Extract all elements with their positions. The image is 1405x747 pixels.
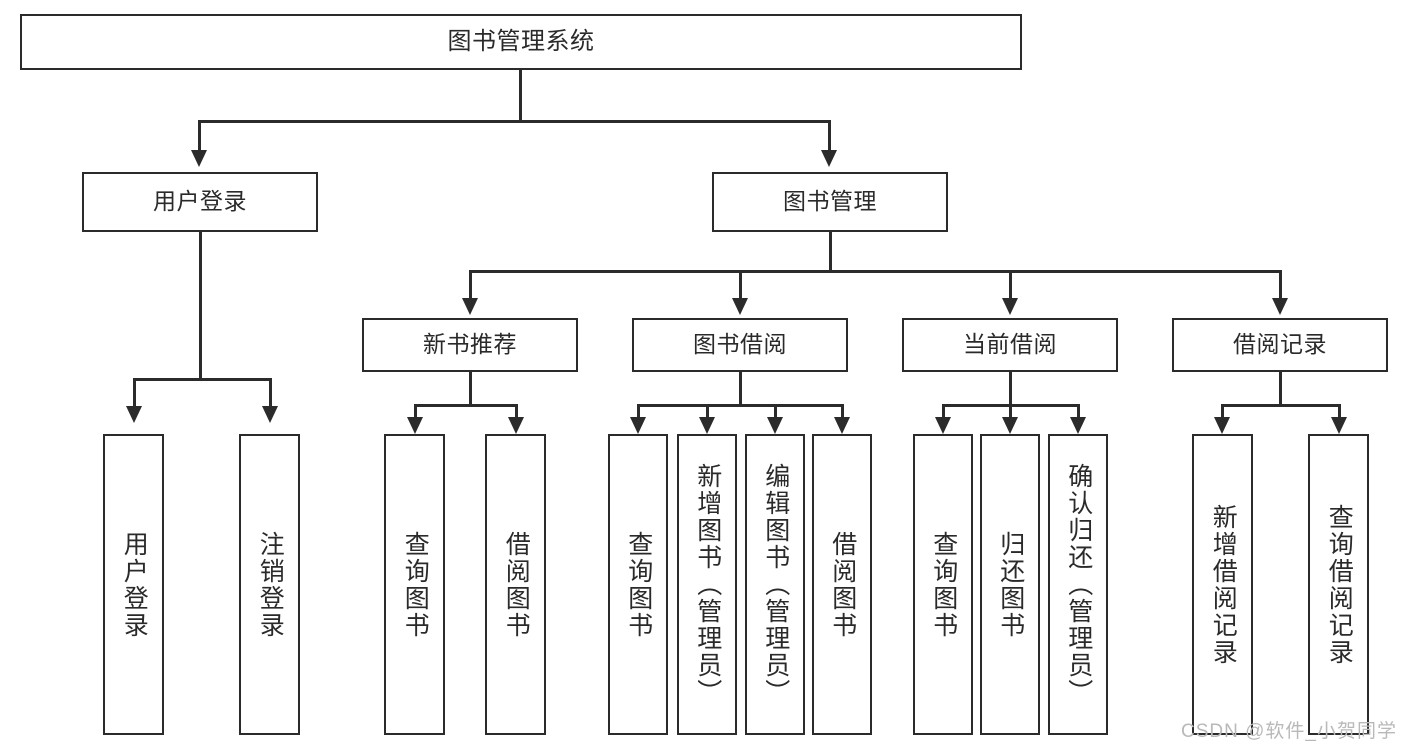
csdn-watermark: CSDN @软件_小贺同学 [1181,721,1397,742]
connector-borrow-record-drop-2 [1338,404,1341,420]
node-book-borrow[interactable]: 图书借阅 [632,318,848,372]
connector-current-borrow-drop-1 [942,404,945,420]
node-leaf-edit-book-admin[interactable]: 编辑图书（管理员） [745,434,805,735]
connector-borrow-record-bus [1221,404,1339,407]
node-leaf-borrow-book-1[interactable]: 借阅图书 [485,434,546,735]
connector-root-bus [198,120,831,123]
connector-root-to-user-login [198,120,201,152]
connector-user-login-drop-2 [269,378,272,408]
arrowhead-to-book-borrow [732,298,748,315]
node-new-book-recommendation[interactable]: 新书推荐 [362,318,578,372]
node-leaf-query-borrow-record[interactable]: 查询借阅记录 [1308,434,1369,735]
connector-user-login-drop-1 [133,378,136,408]
arrowhead-new-book-rec-leaf-2 [508,417,524,434]
connector-root-to-book-manage [828,120,831,152]
connector-borrow-record-stem [1279,372,1282,406]
arrowhead-current-borrow-leaf-2 [1002,417,1018,434]
node-label: 新增图书（管理员） [693,463,722,706]
node-label: 确认归还（管理员） [1064,463,1093,706]
node-label: 图书管理 [783,188,877,215]
connector-book-manage-bus [469,270,1279,273]
arrowhead-book-borrow-leaf-1 [630,417,646,434]
node-label: 查询图书 [401,530,430,639]
arrowhead-book-borrow-leaf-3 [767,417,783,434]
node-leaf-confirm-return-admin[interactable]: 确认归还（管理员） [1048,434,1108,735]
node-leaf-return-book[interactable]: 归还图书 [980,434,1040,735]
connector-book-borrow-drop-3 [774,404,777,420]
connector-book-borrow-drop-2 [706,404,709,420]
node-label: 图书借阅 [693,331,787,358]
node-label: 用户登录 [153,188,247,215]
connector-user-login-stem [199,232,202,380]
arrowhead-to-borrow-record [1272,298,1288,315]
arrowhead-borrow-record-leaf-2 [1331,417,1347,434]
arrowhead-current-borrow-leaf-1 [935,417,951,434]
arrowhead-root-to-book-manage [821,150,837,167]
connector-book-manage-stem [829,232,832,272]
node-label: 归还图书 [996,530,1025,639]
node-label: 新增借阅记录 [1209,503,1238,666]
connector-user-login-bus [133,378,271,381]
node-leaf-borrow-book-2[interactable]: 借阅图书 [812,434,872,735]
node-label: 借阅图书 [828,530,857,639]
node-label: 新书推荐 [423,331,517,358]
node-leaf-add-borrow-record[interactable]: 新增借阅记录 [1192,434,1253,735]
node-label: 用户登录 [120,530,149,639]
arrowhead-user-login-leaf-1 [126,406,142,423]
connector-borrow-record-drop-1 [1221,404,1224,420]
connector-current-borrow-stem [1009,372,1012,406]
node-root-book-management-system[interactable]: 图书管理系统 [20,14,1022,70]
connector-book-manage-drop-3 [1009,270,1012,300]
connector-book-manage-drop-1 [469,270,472,300]
arrowhead-new-book-rec-leaf-1 [407,417,423,434]
connector-book-borrow-stem [739,372,742,406]
node-label: 查询图书 [624,530,653,639]
node-leaf-user-login[interactable]: 用户登录 [103,434,164,735]
connector-book-borrow-bus [637,404,843,407]
arrowhead-to-new-book-rec [462,298,478,315]
arrowhead-borrow-record-leaf-1 [1214,417,1230,434]
node-current-borrow[interactable]: 当前借阅 [902,318,1118,372]
connector-new-book-rec-drop-2 [515,404,518,420]
connector-new-book-rec-drop-1 [414,404,417,420]
node-label: 借阅记录 [1233,331,1327,358]
node-leaf-query-book-1[interactable]: 查询图书 [384,434,445,735]
connector-new-book-rec-bus [414,404,517,407]
arrowhead-user-login-leaf-2 [262,406,278,423]
connector-new-book-rec-stem [469,372,472,406]
arrowhead-book-borrow-leaf-4 [834,417,850,434]
arrowhead-root-to-user-login [191,150,207,167]
node-label: 查询图书 [929,530,958,639]
node-book-management[interactable]: 图书管理 [712,172,948,232]
arrowhead-book-borrow-leaf-2 [699,417,715,434]
connector-book-manage-drop-4 [1279,270,1282,300]
arrowhead-current-borrow-leaf-3 [1070,417,1086,434]
node-borrow-record[interactable]: 借阅记录 [1172,318,1388,372]
connector-root-stem [519,70,522,122]
node-leaf-query-book-2[interactable]: 查询图书 [608,434,668,735]
node-leaf-user-logout[interactable]: 注销登录 [239,434,300,735]
node-leaf-add-book-admin[interactable]: 新增图书（管理员） [677,434,737,735]
node-label: 编辑图书（管理员） [761,463,790,706]
node-label: 借阅图书 [502,530,531,639]
connector-book-manage-drop-2 [739,270,742,300]
node-label: 当前借阅 [963,331,1057,358]
node-label: 图书管理系统 [447,27,595,55]
arrowhead-to-current-borrow [1002,298,1018,315]
connector-current-borrow-drop-2 [1009,404,1012,420]
node-leaf-query-book-3[interactable]: 查询图书 [913,434,973,735]
node-label: 查询借阅记录 [1325,503,1354,666]
connector-book-borrow-drop-4 [841,404,844,420]
node-label: 注销登录 [256,530,285,639]
connector-book-borrow-drop-1 [637,404,640,420]
node-user-login[interactable]: 用户登录 [82,172,318,232]
connector-current-borrow-drop-3 [1077,404,1080,420]
